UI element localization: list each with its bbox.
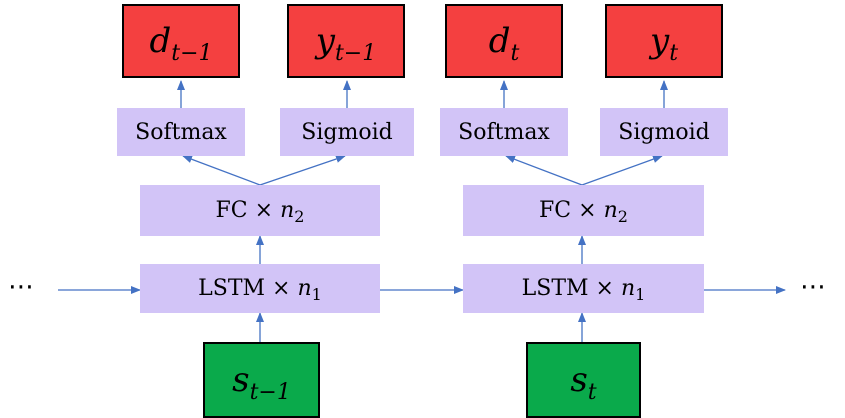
- lstm-sub-left: 1: [311, 285, 322, 304]
- fc-text-right: FC ×: [539, 198, 604, 223]
- input-s-prev: st−1: [203, 342, 320, 418]
- sigmoid-box-right: Sigmoid: [600, 108, 728, 156]
- s-prev-base: s: [232, 360, 250, 400]
- s-prev-sub: t−1: [249, 380, 291, 405]
- ellipsis-left: ⋯: [8, 272, 34, 302]
- arrow-fc-to-softmax-left: [182, 155, 261, 186]
- fc-sub-right: 2: [617, 207, 628, 226]
- fc-sub-left: 2: [294, 207, 305, 226]
- sigmoid-box-left: Sigmoid: [280, 108, 414, 156]
- s-t-sub: t: [587, 380, 597, 405]
- ellipsis-right: ⋯: [800, 272, 826, 302]
- arrow-fc-to-sigmoid-left: [259, 155, 346, 186]
- d-prev-sub: t−1: [171, 41, 213, 66]
- lstm-text-right: LSTM ×: [521, 276, 621, 301]
- y-t-base: y: [649, 21, 670, 61]
- output-d-prev: dt−1: [122, 4, 240, 78]
- arrow-fc-to-sigmoid-right: [581, 155, 663, 186]
- input-s-t: st: [526, 342, 641, 418]
- fc-var-left: n: [280, 198, 295, 223]
- lstm-var-right: n: [620, 276, 636, 301]
- output-y-prev: yt−1: [287, 4, 405, 78]
- arrow-fc-to-softmax-right: [505, 155, 583, 186]
- lstm-sub-right: 1: [635, 285, 646, 304]
- d-t-base: d: [488, 21, 511, 61]
- lstm-var-left: n: [297, 276, 312, 301]
- output-y-t: yt: [605, 4, 723, 78]
- d-t-sub: t: [510, 41, 520, 66]
- fc-var-right: n: [603, 198, 618, 223]
- s-t-base: s: [570, 360, 588, 400]
- lstm-text-left: LSTM ×: [198, 276, 298, 301]
- y-t-sub: t: [669, 41, 679, 66]
- softmax-box-left: Softmax: [117, 108, 245, 156]
- y-prev-sub: t−1: [334, 41, 377, 66]
- d-prev-base: d: [149, 21, 172, 61]
- output-d-t: dt: [445, 4, 563, 78]
- softmax-box-right: Softmax: [440, 108, 568, 156]
- y-prev-base: y: [315, 21, 335, 61]
- fc-text-left: FC ×: [215, 198, 281, 223]
